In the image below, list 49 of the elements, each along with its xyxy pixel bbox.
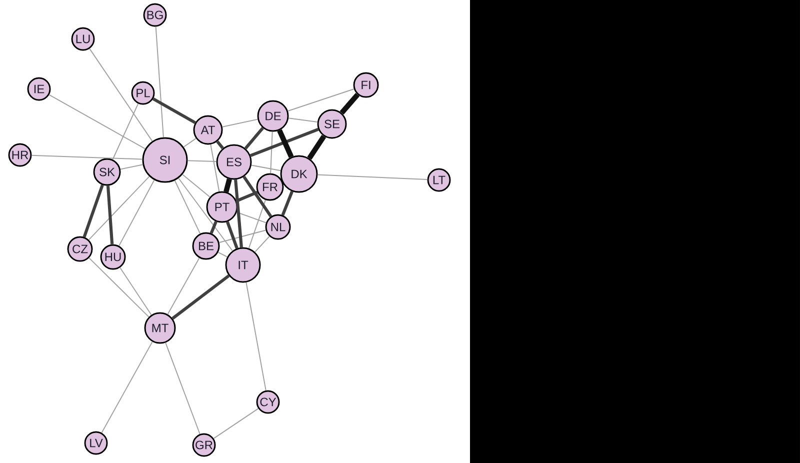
connector — [218, 252, 228, 258]
connector — [248, 199, 266, 249]
connector — [178, 178, 233, 252]
connector — [236, 190, 258, 202]
connector — [270, 131, 273, 174]
connector — [210, 220, 218, 234]
connector — [120, 267, 152, 316]
connector — [152, 97, 196, 124]
connector — [174, 180, 201, 234]
connector — [89, 48, 153, 142]
connector — [118, 180, 155, 246]
connector — [120, 164, 144, 170]
connector — [226, 221, 238, 249]
connector — [155, 26, 164, 138]
connector — [182, 174, 210, 198]
connector — [106, 186, 114, 244]
connector — [101, 341, 153, 434]
connector — [216, 140, 224, 150]
connector — [281, 190, 294, 216]
connector — [88, 176, 150, 240]
connector — [31, 154, 143, 160]
connector — [236, 212, 267, 224]
connector — [242, 176, 272, 218]
connector — [307, 134, 326, 160]
connector — [277, 129, 294, 158]
connector — [218, 230, 266, 243]
connector — [288, 118, 318, 123]
connector — [48, 94, 146, 150]
connector — [250, 164, 282, 172]
connector — [165, 342, 200, 434]
connector — [224, 178, 232, 192]
connector — [213, 408, 259, 439]
connector — [287, 88, 354, 112]
connector — [187, 160, 217, 162]
connector — [112, 103, 139, 160]
connector — [210, 144, 220, 192]
connector — [244, 127, 264, 150]
connector — [234, 180, 243, 248]
connector — [246, 282, 266, 391]
connector — [317, 174, 428, 180]
connector — [340, 92, 360, 115]
connector — [183, 138, 196, 148]
connector — [88, 257, 150, 318]
connector — [250, 128, 319, 157]
connector — [167, 257, 200, 315]
connector — [222, 118, 258, 128]
connector — [172, 274, 230, 320]
connector — [82, 184, 104, 238]
connector — [254, 236, 270, 252]
